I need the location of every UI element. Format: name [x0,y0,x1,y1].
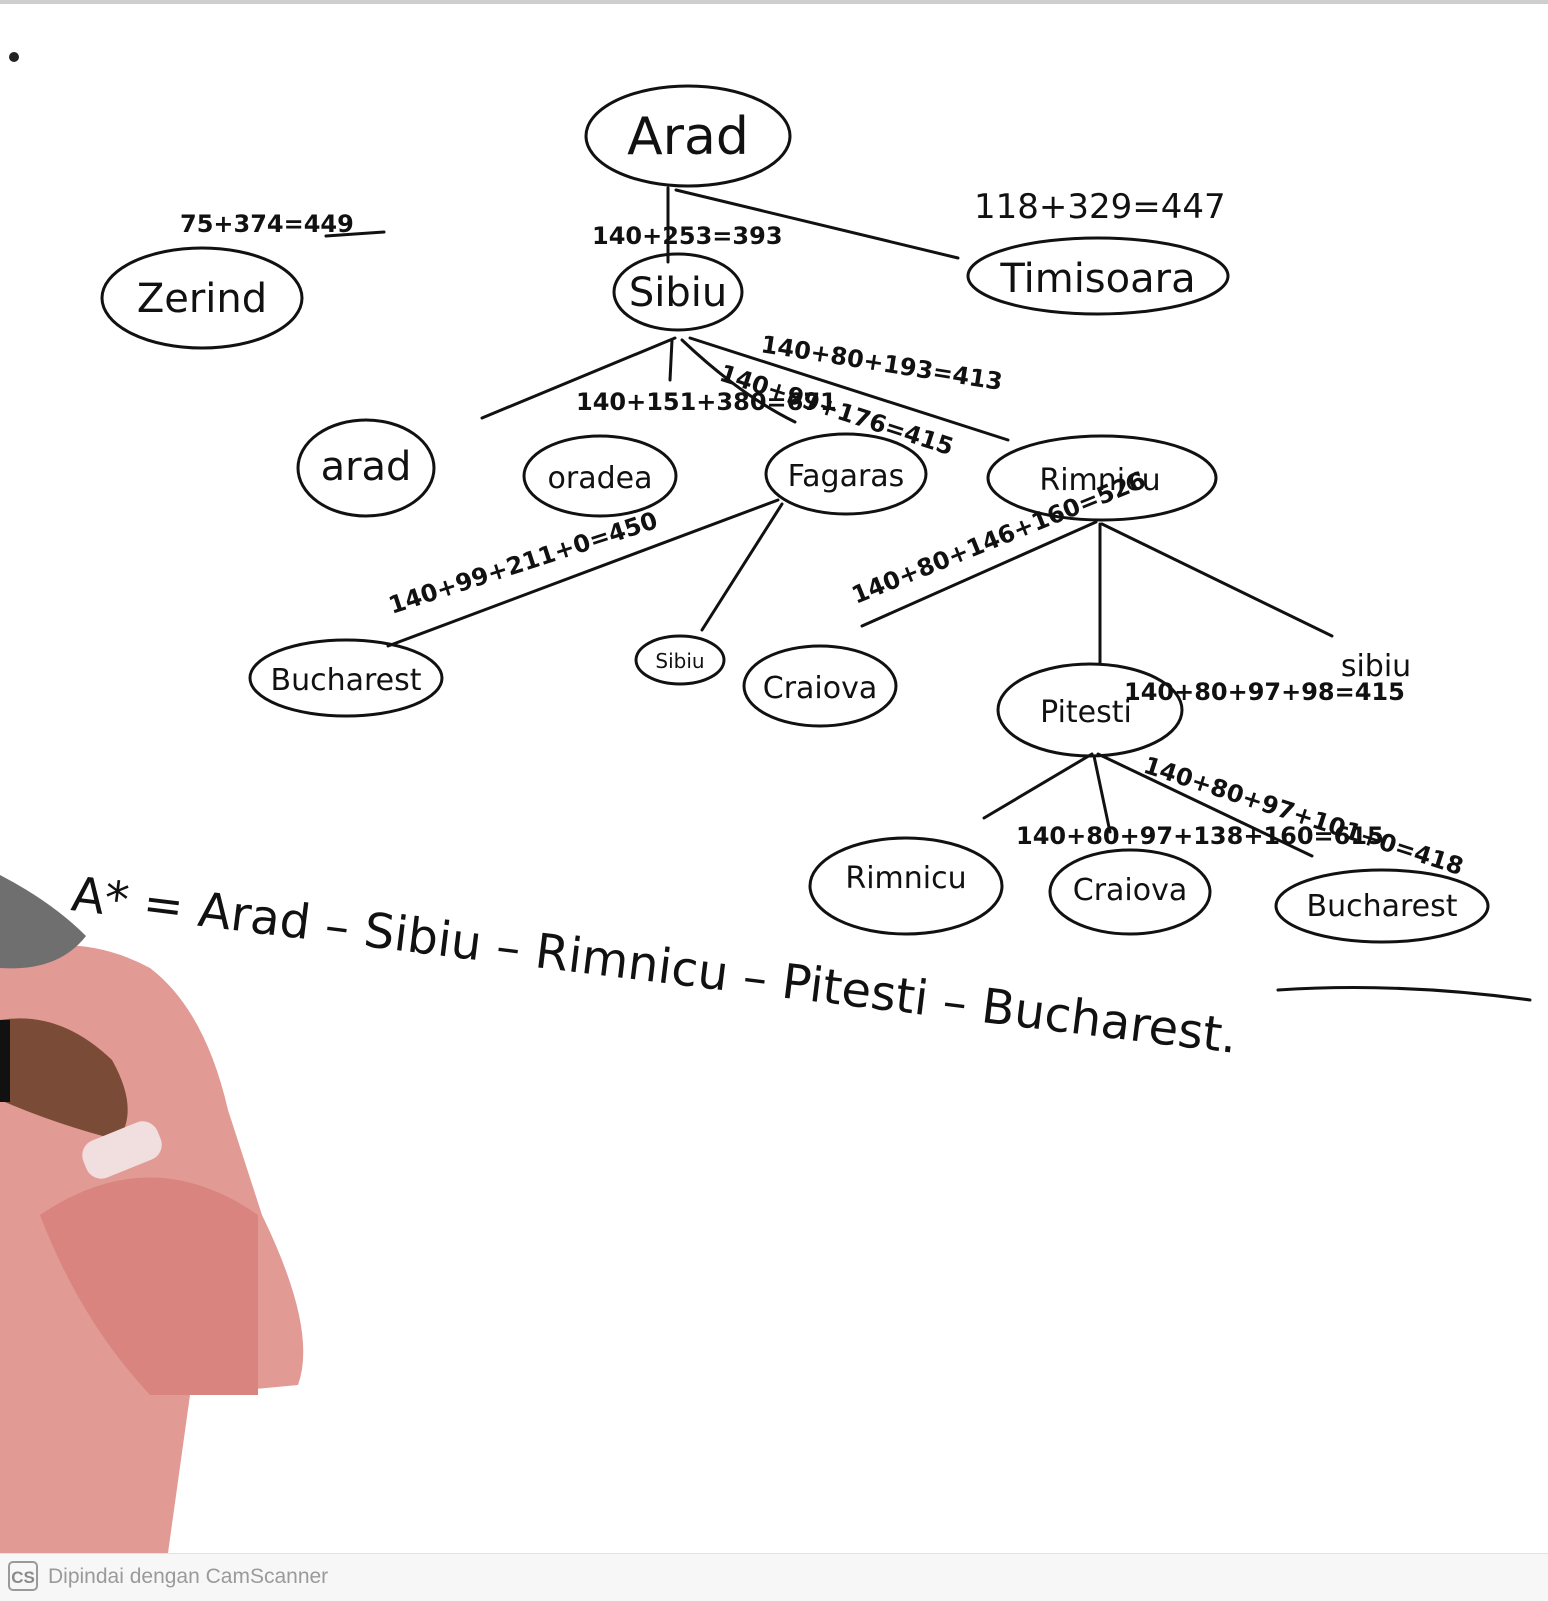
edge-sibiu-arad [480,336,677,420]
edge-arad-timisoara [674,188,960,260]
presenter-hand [0,1018,128,1140]
label-rimnicu: Rimnicu [1039,463,1160,498]
label-sibiu: Sibiu [629,270,727,316]
label-pitesti: Pitesti [1040,695,1132,730]
calc-bucharest-2: 140+80+97+101+0=418 [1140,751,1467,881]
tree-edges [324,186,1532,1002]
node-oradea [522,434,678,518]
node-pitesti [996,662,1184,758]
edge-fagaras-bucharest [386,498,780,648]
a-star-result-path: A* = Arad – Sibiu – Rimnicu – Pitesti – … [69,866,1241,1065]
node-rimnicu [986,434,1218,522]
label-sibiu-right: sibiu [1341,649,1411,684]
label-timisoara: Timisoara [999,256,1195,302]
node-arad-leaf [296,418,436,518]
presenter-watch [82,1121,162,1179]
label-rimnicu-2: Rimnicu [845,861,966,896]
label-zerind: Zerind [137,276,267,322]
edge-fagaras-sibiu [700,502,784,632]
calc-oradea: 140+151+380=671 [576,388,837,416]
node-bucharest-2 [1274,868,1490,944]
node-rimnicu-2 [808,836,1004,936]
edge-pitesti-rimnicu [982,752,1094,820]
marker-dot [9,52,19,62]
node-labels: Arad Zerind Sibiu Timisoara arad oradea … [137,107,1458,924]
label-bucharest-2: Bucharest [1306,889,1457,924]
presenter-arm [40,1177,258,1395]
label-fagaras: Fagaras [788,459,905,494]
edge-rimnicu-sibiu [1100,522,1334,638]
camscanner-footer: CS Dipindai dengan CamScanner [0,1553,1548,1601]
tree-nodes [100,84,1490,944]
node-craiova-1 [742,644,898,728]
presenter-figure [0,875,304,1553]
label-bucharest-1: Bucharest [270,663,421,698]
calc-timisoara: 118+329=447 [974,187,1226,227]
node-arad-root [584,84,792,188]
label-arad-root: Arad [627,107,749,167]
label-oradea: oradea [548,461,653,496]
calc-pitesti: 140+80+97+98=415 [1124,678,1405,706]
calc-zerind: 75+374=449 [180,210,354,238]
edge-sibiu-rimnicu [688,336,1010,442]
label-craiova-2: Craiova [1073,873,1188,908]
calc-sibiu: 140+253=393 [592,222,783,250]
node-zerind [100,246,304,350]
underline-result [1276,986,1532,1002]
node-sibiu [612,252,744,332]
calc-bucharest-1: 140+99+211+0=450 [385,506,661,619]
edge-sibiu-fagaras [680,338,797,424]
edge-sibiu-oradea [668,338,674,382]
edge-rimnicu-craiova [860,520,1098,628]
camscanner-watermark-text: Dipindai dengan CamScanner [48,1565,329,1588]
label-arad-leaf: arad [321,444,412,490]
node-timisoara [966,236,1230,316]
label-sibiu-small: Sibiu [655,649,704,673]
node-fagaras [764,432,928,516]
edge-pitesti-craiova [1092,754,1112,834]
camscanner-logo-icon: CS [8,1561,38,1591]
node-bucharest-1 [248,638,444,718]
node-craiova-2 [1048,848,1212,936]
node-sibiu-small [634,634,726,686]
presenter-hijab [0,875,86,969]
cost-annotations: 75+374=449 140+253=393 118+329=447 140+1… [180,187,1467,881]
underline-zerind-cost [324,230,386,238]
label-craiova-1: Craiova [763,671,878,706]
presenter-edge [0,1020,10,1102]
edge-pitesti-bucharest [1096,752,1314,858]
board-edge [0,0,1548,4]
calc-craiova-2: 140+80+97+138+160=615 [1016,822,1384,850]
